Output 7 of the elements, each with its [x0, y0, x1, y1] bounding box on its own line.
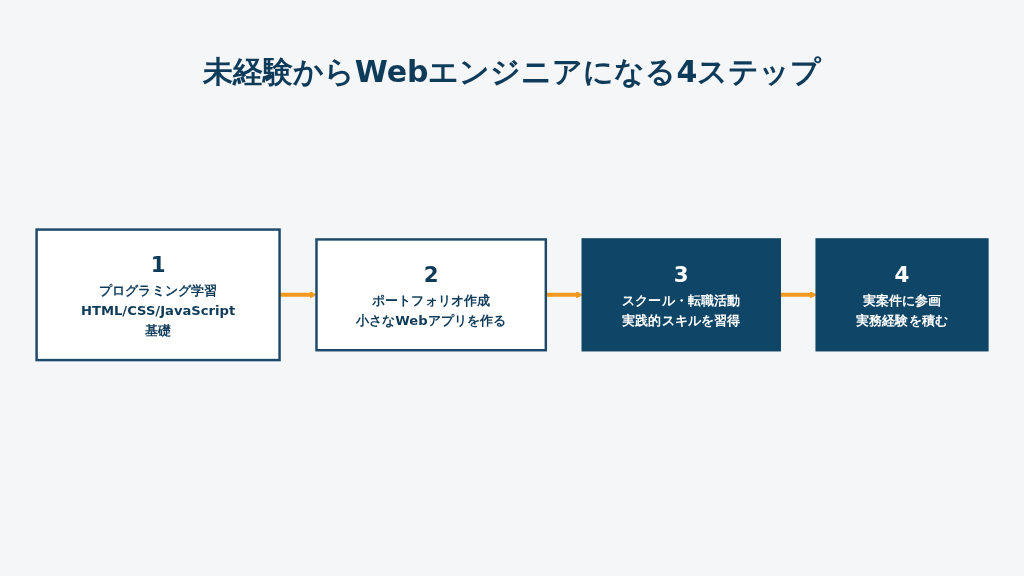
title: 未経験からWebエンジニアになる4ステップ: [201, 53, 823, 91]
arrow: [279, 291, 317, 299]
node-box: 3 スクール・転職活動 実践的スキルを習得: [581, 238, 781, 352]
arrow: [779, 291, 817, 299]
node-box: 1 プログラミング学習 HTML/CSS/JavaScript基礎: [35, 228, 281, 362]
node-box: 2 ポートフォリオ作成 小さなWebアプリを作る: [315, 238, 548, 352]
node-box: 4 実案件に参画 実務経験を積む: [815, 238, 989, 352]
